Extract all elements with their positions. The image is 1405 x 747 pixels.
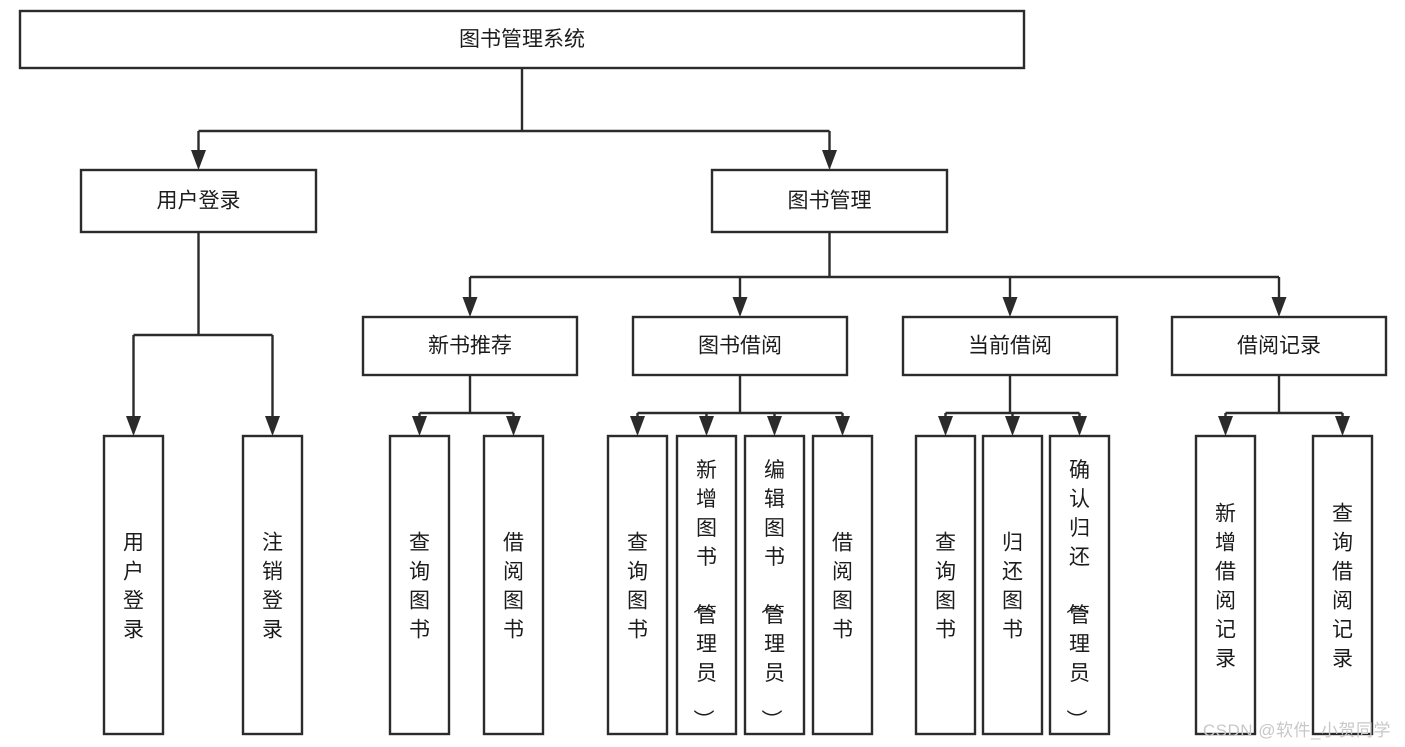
arrow-head-icon — [767, 416, 782, 436]
node-box — [631, 315, 849, 377]
arrow-head-icon — [1271, 297, 1287, 317]
node-label: 用户登录 — [123, 532, 144, 642]
node-label: 借阅记录 — [1237, 335, 1321, 358]
node-box — [388, 434, 451, 736]
node-label: 当前借阅 — [968, 335, 1052, 358]
arrow-head-icon — [1218, 416, 1233, 436]
node-box — [241, 434, 304, 736]
node-box — [79, 168, 318, 234]
node-label: 借阅图书 — [503, 532, 524, 642]
node-current-borrow[interactable]: 当前借阅 — [901, 315, 1119, 377]
node-box — [361, 315, 579, 377]
connector-layer — [126, 68, 1350, 436]
arrow-head-icon — [699, 416, 714, 436]
node-book-manage[interactable]: 图书管理 — [710, 168, 949, 234]
node-label: 查询借阅记录 — [1332, 503, 1353, 671]
node-label: 借阅图书 — [832, 532, 853, 642]
node-leaf-return-book[interactable]: 归还图书 — [981, 434, 1044, 736]
node-box — [1194, 434, 1257, 736]
node-box — [482, 434, 545, 736]
node-label: 图书管理系统 — [459, 28, 585, 51]
node-box — [675, 434, 738, 736]
node-leaf-add-record[interactable]: 新增借阅记录 — [1194, 434, 1257, 736]
node-box — [102, 434, 165, 736]
node-leaf-query-record[interactable]: 查询借阅记录 — [1311, 434, 1374, 736]
node-box — [981, 434, 1044, 736]
node-label: 查询图书 — [627, 532, 648, 642]
node-box — [710, 168, 949, 234]
node-label: 确认归还（管理员） — [1064, 459, 1090, 730]
node-box — [901, 315, 1119, 377]
node-leaf-borrow-book[interactable]: 借阅图书 — [811, 434, 874, 736]
node-box — [1170, 315, 1388, 377]
arrow-head-icon — [462, 297, 478, 317]
node-root[interactable]: 图书管理系统 — [18, 9, 1026, 70]
node-leaf-borrow-book-rec[interactable]: 借阅图书 — [482, 434, 545, 736]
arrow-head-icon — [191, 150, 206, 170]
node-leaf-confirm-return[interactable]: 确认归还（管理员） — [1048, 434, 1111, 736]
node-label: 注销登录 — [262, 532, 283, 642]
node-label: 新书推荐 — [428, 335, 512, 358]
node-box — [606, 434, 669, 736]
node-box — [1311, 434, 1374, 736]
arrow-head-icon — [126, 416, 141, 436]
node-label: 归还图书 — [1002, 532, 1023, 642]
arrow-head-icon — [732, 297, 748, 317]
node-label: 新增图书（管理员） — [691, 459, 717, 730]
node-label: 编辑图书（管理员） — [759, 459, 785, 730]
arrow-head-icon — [506, 416, 521, 436]
arrow-head-icon — [412, 416, 427, 436]
node-label: 新增借阅记录 — [1215, 503, 1236, 671]
node-label: 查询图书 — [409, 532, 430, 642]
node-box — [914, 434, 977, 736]
arrow-head-icon — [1072, 416, 1087, 436]
node-layer: 图书管理系统用户登录图书管理新书推荐图书借阅当前借阅借阅记录用户登录注销登录查询… — [18, 9, 1388, 736]
node-leaf-query-book[interactable]: 查询图书 — [606, 434, 669, 736]
node-leaf-edit-book[interactable]: 编辑图书（管理员） — [743, 434, 806, 736]
node-book-borrow[interactable]: 图书借阅 — [631, 315, 849, 377]
node-box — [743, 434, 806, 736]
arrow-head-icon — [1002, 297, 1018, 317]
node-leaf-query-book-rec[interactable]: 查询图书 — [388, 434, 451, 736]
arrow-head-icon — [822, 150, 837, 170]
node-box — [18, 9, 1026, 70]
node-new-book-rec[interactable]: 新书推荐 — [361, 315, 579, 377]
arrow-head-icon — [265, 416, 280, 436]
arrow-head-icon — [1335, 416, 1350, 436]
watermark-text: CSDN @软件_小贺同学 — [1202, 721, 1391, 740]
node-label: 查询图书 — [935, 532, 956, 642]
node-box — [1048, 434, 1111, 736]
arrow-head-icon — [835, 416, 850, 436]
node-user-login[interactable]: 用户登录 — [79, 168, 318, 234]
node-label: 图书借阅 — [698, 335, 782, 358]
node-label: 用户登录 — [157, 190, 241, 213]
node-borrow-record[interactable]: 借阅记录 — [1170, 315, 1388, 377]
node-box — [811, 434, 874, 736]
arrow-head-icon — [1005, 416, 1020, 436]
arrow-head-icon — [630, 416, 645, 436]
node-leaf-add-book[interactable]: 新增图书（管理员） — [675, 434, 738, 736]
arrow-head-icon — [938, 416, 953, 436]
node-leaf-user-logout[interactable]: 注销登录 — [241, 434, 304, 736]
node-leaf-user-login[interactable]: 用户登录 — [102, 434, 165, 736]
node-leaf-query-book-cur[interactable]: 查询图书 — [914, 434, 977, 736]
node-label: 图书管理 — [788, 190, 872, 213]
